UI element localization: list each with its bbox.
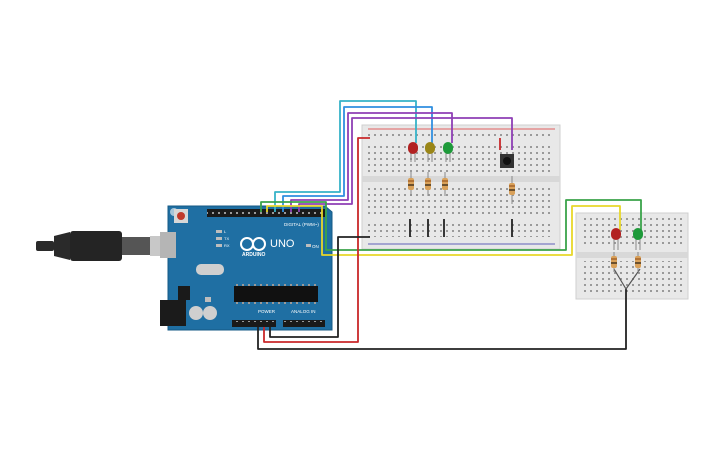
capacitor xyxy=(189,306,203,320)
usb-cable[interactable] xyxy=(36,231,172,261)
wire-black-gnd[interactable] xyxy=(269,236,370,338)
resistor[interactable] xyxy=(408,172,414,196)
side-led-red[interactable] xyxy=(611,228,621,250)
resistor[interactable] xyxy=(611,252,617,272)
wire-yellow-side[interactable] xyxy=(266,205,621,256)
wires xyxy=(257,100,642,350)
led-red[interactable] xyxy=(408,142,418,162)
pushbutton[interactable] xyxy=(500,154,514,168)
led-green[interactable] xyxy=(443,142,453,162)
wire-green-side[interactable] xyxy=(260,199,642,251)
resistor[interactable] xyxy=(442,172,448,196)
usb-jack xyxy=(160,232,176,258)
power-jack xyxy=(160,300,186,326)
icsp-header xyxy=(178,286,190,300)
l-label: L xyxy=(224,229,227,234)
crystal xyxy=(196,264,224,275)
wire-black-side-gnd[interactable] xyxy=(257,289,627,350)
tx-label: TX xyxy=(224,236,229,241)
led-yellow[interactable] xyxy=(425,142,435,162)
rx-label: RX xyxy=(224,243,230,248)
resistor[interactable] xyxy=(425,172,431,196)
side-breadboard[interactable] xyxy=(575,212,689,300)
power-label: POWER xyxy=(258,309,276,314)
model-label: UNO xyxy=(270,238,295,250)
on-label: ON xyxy=(312,244,319,249)
arduino-logo: ARDUINO xyxy=(240,237,266,258)
microcontroller-chip xyxy=(234,286,318,302)
wire-cyan[interactable] xyxy=(274,100,417,212)
side-led-green[interactable] xyxy=(633,228,643,250)
brand-label: ARDUINO xyxy=(242,252,265,258)
analog-label: ANALOG IN xyxy=(291,309,316,314)
wire-red-5v[interactable] xyxy=(263,137,370,343)
resistor[interactable] xyxy=(509,176,515,204)
resistor[interactable] xyxy=(635,252,641,272)
arduino-board[interactable]: DIGITAL (PWM~) ARDUINO UNO ON TX RX L PO… xyxy=(160,205,333,331)
capacitor xyxy=(203,306,217,320)
digital-label: DIGITAL (PWM~) xyxy=(284,222,319,227)
main-breadboard[interactable] xyxy=(361,124,561,250)
